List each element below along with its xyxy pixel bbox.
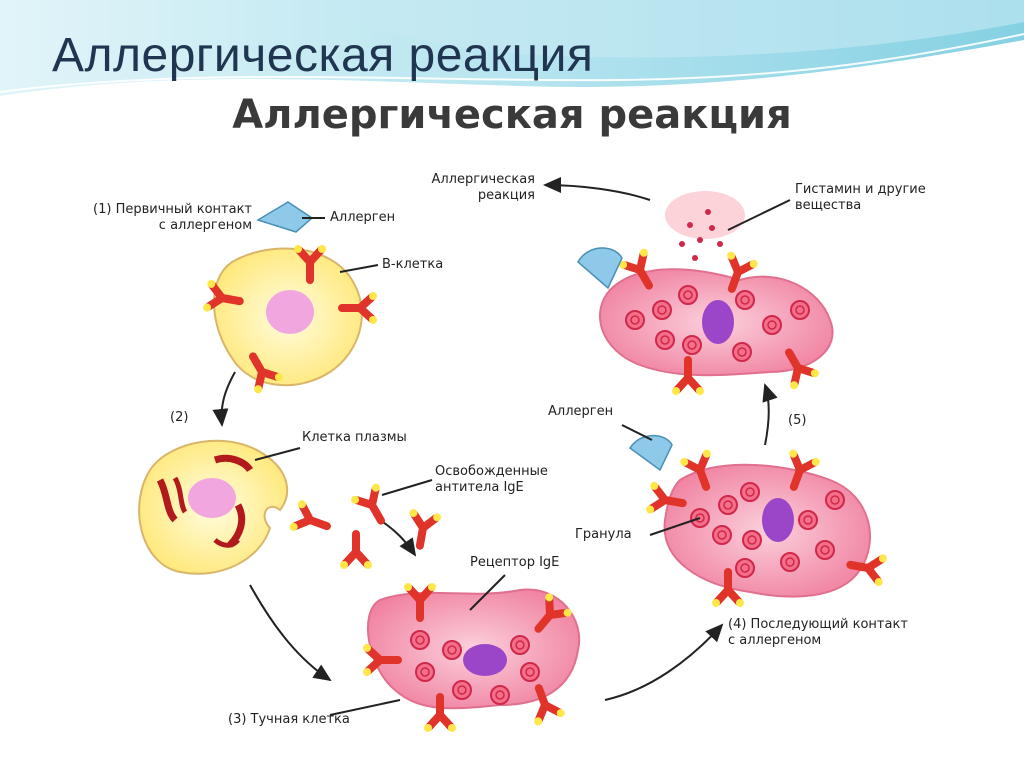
mast-cell-5: [600, 247, 833, 395]
released-ige-antibodies: [289, 482, 442, 569]
step2-label: (2): [170, 410, 188, 426]
step5-label: (5): [788, 413, 806, 429]
arrow-to-reaction: [545, 185, 650, 200]
step3-label: (3) Тучная клетка: [228, 712, 350, 728]
step4-label-line2: с аллергеном: [728, 633, 908, 649]
allergen-3: [578, 248, 622, 288]
histamine-release: [665, 191, 745, 261]
arrow-1-to-2: [222, 372, 235, 425]
mast-cell-3: [363, 583, 579, 732]
allergic-reaction-line2: реакция: [380, 188, 535, 204]
step1-label-line2: с аллергеном: [40, 218, 252, 234]
histamine-line2: вещества: [795, 198, 926, 214]
step4-label: (4) Последующий контакт с аллергеном: [728, 617, 908, 649]
b-cell: [202, 245, 377, 395]
mast-cell-4: [645, 449, 887, 607]
step1-label: (1) Первичный контакт с аллергеном: [40, 202, 252, 234]
released-antibodies-label: Освобожденные антитела IgE: [435, 464, 548, 496]
arrow-3-to-4: [605, 625, 722, 700]
plasma-cell: [139, 441, 287, 574]
step4-label-line1: (4) Последующий контакт: [728, 617, 908, 633]
histamine-line1: Гистамин и другие: [795, 182, 926, 198]
allergen-2: [630, 436, 672, 470]
arrow-4-to-5: [765, 385, 769, 445]
step1-label-line1: (1) Первичный контакт: [40, 202, 252, 218]
arrow-release: [380, 520, 415, 555]
ige-receptor-label: Рецептор IgE: [470, 555, 559, 571]
released-label-line2: антитела IgE: [435, 480, 548, 496]
plasma-cell-label: Клетка плазмы: [302, 430, 407, 446]
released-label-line1: Освобожденные: [435, 464, 548, 480]
allergic-reaction-line1: Аллергическая: [380, 172, 535, 188]
arrow-2-to-3: [250, 585, 330, 680]
allergen-label: Аллерген: [330, 210, 395, 226]
allergic-reaction-label: Аллергическая реакция: [380, 172, 535, 204]
granule-label: Гранула: [575, 527, 632, 543]
b-cell-label: В-клетка: [382, 257, 443, 273]
histamine-label: Гистамин и другие вещества: [795, 182, 926, 214]
allergen-label-2: Аллерген: [548, 404, 613, 420]
